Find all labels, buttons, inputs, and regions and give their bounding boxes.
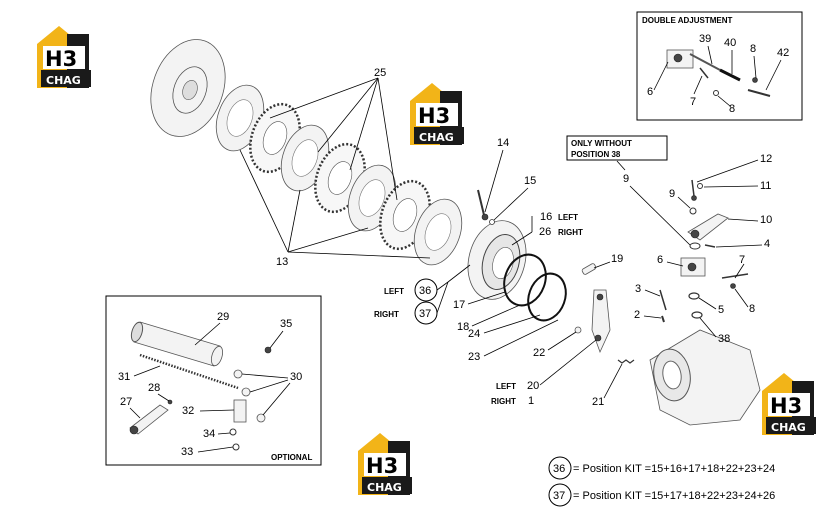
callout-14: 14 <box>497 137 509 149</box>
adjuster-assembly <box>659 179 749 323</box>
lever-arm <box>591 289 611 354</box>
callout-23: 23 <box>468 351 480 363</box>
kit-36-number: 36 <box>553 463 565 475</box>
kit-37-row: 37 = Position KIT =15+17+18+22+23+24+26 <box>548 483 775 507</box>
double-adjustment-inset: DOUBLE ADJUSTMENT 39 40 8 42 6 7 8 <box>636 11 803 121</box>
logo-word: CHAG <box>419 131 454 144</box>
logo-mark: H3 <box>770 394 802 418</box>
callout-37: 37 <box>419 308 431 320</box>
callout-15: 15 <box>524 175 536 187</box>
callout-35: 35 <box>280 318 292 330</box>
callout-3: 3 <box>635 283 641 295</box>
callout-29: 29 <box>217 311 229 323</box>
callout-27: 27 <box>120 396 132 408</box>
callout-26: 26 <box>539 226 551 238</box>
kit-37-text: = Position KIT =15+17+18+22+23+24+26 <box>573 490 775 502</box>
piston-housing <box>467 220 527 300</box>
callout-19: 19 <box>611 253 623 265</box>
only-without-line1: ONLY WITHOUT <box>571 139 632 148</box>
disc-4 <box>413 198 463 266</box>
label-left-36: LEFT <box>384 287 404 296</box>
logo-right: H3 CHAG <box>762 373 816 435</box>
callout-6: 6 <box>657 254 663 266</box>
callout-30: 30 <box>290 371 302 383</box>
bracket-lines <box>239 77 431 259</box>
label-right-26: RIGHT <box>558 228 583 237</box>
callout-36: 36 <box>419 285 431 297</box>
callout-da-7: 7 <box>690 96 696 108</box>
callout-12: 12 <box>760 153 772 165</box>
callout-11: 11 <box>760 180 771 192</box>
callout-1: 1 <box>528 395 534 407</box>
axle-housing <box>649 329 761 426</box>
callout-8: 8 <box>749 303 755 315</box>
logo-mark: H3 <box>45 47 77 71</box>
logo-center-top: H3 CHAG <box>410 83 464 145</box>
kit-36-text: = Position KIT =15+16+17+18+22+23+24 <box>573 463 775 475</box>
optional-label: OPTIONAL <box>271 453 312 462</box>
callout-20: 20 <box>527 380 539 392</box>
label-right-37: RIGHT <box>374 310 399 319</box>
washer-15 <box>489 219 495 225</box>
callout-18: 18 <box>457 321 469 333</box>
callout-21: 21 <box>592 396 604 408</box>
callout-32: 32 <box>182 405 194 417</box>
callout-38: 38 <box>718 333 730 345</box>
only-without-box <box>566 135 668 161</box>
logo-bottom-center: H3 CHAG <box>358 433 412 495</box>
bolt-14 <box>477 189 489 221</box>
kit-legend: 36 = Position KIT =15+16+17+18+22+23+24 … <box>548 456 775 507</box>
logo-mark: H3 <box>418 104 450 128</box>
pin-19 <box>581 263 597 275</box>
double-adjustment-title: DOUBLE ADJUSTMENT <box>642 16 732 25</box>
callout-7: 7 <box>739 254 745 266</box>
logo-word: CHAG <box>46 74 81 87</box>
spring-21 <box>617 359 635 364</box>
callout-da-6: 6 <box>647 86 653 98</box>
label-right-1: RIGHT <box>491 397 516 406</box>
callout-42: 42 <box>777 47 789 59</box>
callout-31: 31 <box>118 371 130 383</box>
housing-cover <box>150 39 226 137</box>
callout-9: 9 <box>623 173 629 185</box>
callout-39: 39 <box>699 33 711 45</box>
callout-28: 28 <box>148 382 160 394</box>
label-left-20: LEFT <box>496 382 516 391</box>
callout-10: 10 <box>760 214 772 226</box>
logo-top-left: H3 CHAG <box>37 26 91 88</box>
callout-9-small: 9 <box>669 188 675 200</box>
callout-5: 5 <box>718 304 724 316</box>
callout-da-8-bottom: 8 <box>729 103 735 115</box>
callout-2: 2 <box>634 309 640 321</box>
logo-word: CHAG <box>367 481 402 494</box>
callout-16: 16 <box>540 211 552 223</box>
callout-25: 25 <box>374 67 386 79</box>
brake-disc-stack <box>150 39 463 266</box>
kit-36-row: 36 = Position KIT =15+16+17+18+22+23+24 <box>548 456 775 480</box>
callout-34: 34 <box>203 428 215 440</box>
callout-da-8-top: 8 <box>750 43 756 55</box>
logo-mark: H3 <box>366 454 398 478</box>
seal-rings <box>503 253 567 322</box>
optional-inset: OPTIONAL 29 35 31 30 28 27 <box>105 295 322 466</box>
logo-word: CHAG <box>771 421 806 434</box>
callout-33: 33 <box>181 446 193 458</box>
callout-17: 17 <box>453 299 465 311</box>
callouts: 25 13 14 15 16 LEFT 26 RIGHT LEFT 36 RIG… <box>276 67 772 408</box>
callout-40: 40 <box>724 37 736 49</box>
cylinder-29 <box>130 321 224 367</box>
nut-22 <box>574 326 582 334</box>
only-without-line2: POSITION 38 <box>571 150 621 159</box>
label-left-16: LEFT <box>558 213 578 222</box>
kit-37-number: 37 <box>553 490 565 502</box>
callout-4: 4 <box>764 238 770 250</box>
callout-22: 22 <box>533 347 545 359</box>
callout-13: 13 <box>276 256 288 268</box>
callout-24: 24 <box>468 328 480 340</box>
